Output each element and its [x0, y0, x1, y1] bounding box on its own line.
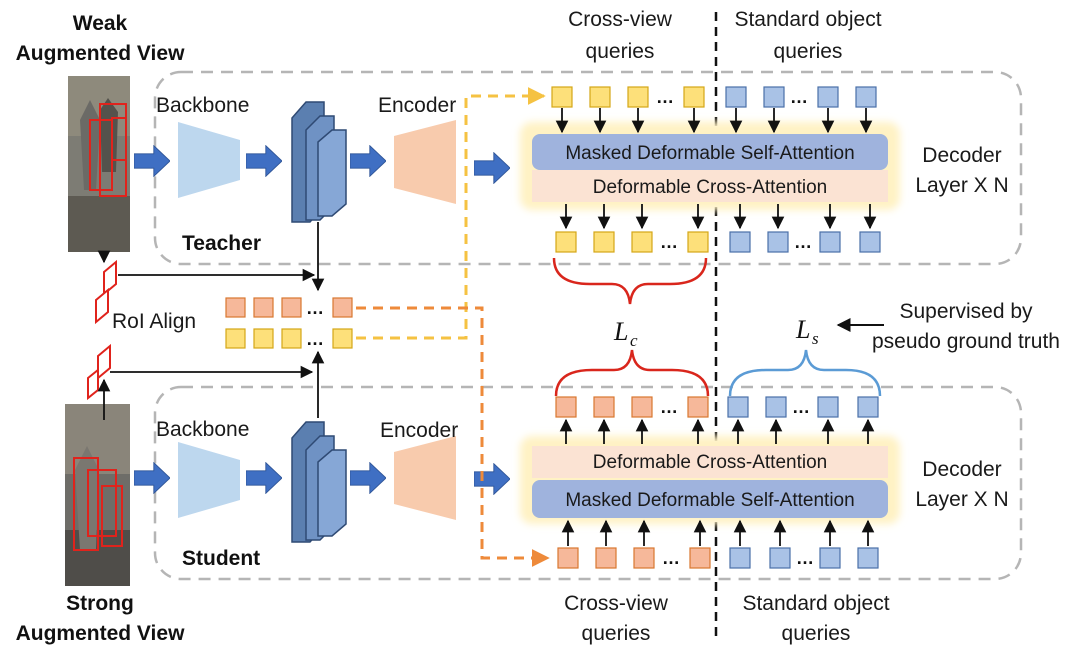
strong-augmented-image — [65, 404, 130, 586]
roi-yellow-ellipsis: … — [306, 329, 324, 349]
teacher-backbone-label: Backbone — [156, 94, 249, 117]
student-backbone-arrow — [246, 462, 282, 494]
student-input-arrows — [561, 519, 875, 546]
yellow-dashed-route — [356, 87, 546, 340]
student-input-arrow — [134, 462, 170, 494]
teacher-encoder-arrow — [474, 152, 510, 184]
supervised-label-line2: pseudo ground truth — [872, 330, 1060, 353]
supervised-label-line1: Supervised by — [899, 300, 1033, 323]
student-encoder-arrow — [474, 463, 510, 495]
teacher-standard-label-line1: Standard object — [734, 8, 881, 31]
teacher-input-queries — [551, 86, 877, 108]
loss-s-brace — [728, 349, 882, 397]
strong-view-label-line2: Augmented View — [16, 622, 185, 645]
teacher-self-attention-label: Masked Deformable Self-Attention — [565, 143, 854, 164]
teacher-cross-view-label-line2: queries — [586, 40, 655, 63]
roi-output-yellow-queries — [225, 328, 353, 349]
student-cross-view-label-line1: Cross-view — [564, 592, 669, 615]
student-standard-label-line2: queries — [782, 622, 851, 645]
teacher-out-blue-ellipsis: … — [794, 232, 812, 252]
roi-crop-icon-top — [95, 259, 117, 325]
roi-align-label: RoI Align — [112, 310, 196, 333]
teacher-in-blue-ellipsis: … — [790, 87, 808, 107]
student-out-orange-ellipsis: … — [660, 397, 678, 417]
loss-s-symbol: L — [795, 315, 810, 344]
student-in-orange-ellipsis: … — [662, 548, 680, 568]
teacher-cross-view-label-line1: Cross-view — [568, 8, 673, 31]
teacher-decoder-label-line2: Layer X N — [915, 174, 1008, 197]
student-backbone-trapezoid — [178, 442, 240, 518]
teacher-output-arrows — [559, 204, 877, 230]
teacher-input-arrow — [134, 145, 170, 177]
teacher-cross-attention-label: Deformable Cross-Attention — [593, 177, 827, 198]
student-self-attention-bar — [532, 480, 888, 518]
teacher-frame — [153, 70, 1023, 266]
student-cross-view-label-line2: queries — [582, 622, 651, 645]
roi-orange-ellipsis: … — [306, 298, 324, 318]
loss-c-bottom-brace — [554, 349, 710, 397]
student-output-arrows — [559, 418, 875, 444]
orange-dashed-route — [356, 306, 550, 567]
teacher-in-yellow-ellipsis: … — [656, 87, 674, 107]
loss-c-subscript: c — [630, 331, 638, 350]
loss-c-top-brace — [552, 257, 708, 305]
student-decoder-label-line1: Decoder — [922, 458, 1001, 481]
student-backbone-label: Backbone — [156, 418, 249, 441]
roi-crop-icon-bottom — [87, 343, 111, 401]
teacher-feature-maps — [291, 101, 347, 223]
student-out-blue-ellipsis: … — [792, 397, 810, 417]
teacher-cross-attention-bar — [532, 170, 888, 202]
teacher-output-queries — [555, 231, 881, 253]
student-cross-attention-bar — [532, 446, 888, 478]
student-encoder-trapezoid — [394, 436, 456, 520]
weak-view-label-line2: Augmented View — [16, 42, 185, 65]
student-encoder-label: Encoder — [380, 419, 458, 442]
student-standard-label-line1: Standard object — [742, 592, 889, 615]
student-input-queries — [557, 547, 879, 569]
teacher-standard-label-line2: queries — [774, 40, 843, 63]
student-feature-arrow — [350, 462, 386, 494]
loss-c-symbol: L — [613, 317, 628, 346]
student-feature-maps — [291, 421, 347, 543]
loss-s-subscript: s — [812, 329, 819, 348]
teacher-encoder-label: Encoder — [378, 94, 456, 117]
roi-output-orange-queries — [225, 297, 353, 318]
student-decoder-label-line2: Layer X N — [915, 488, 1008, 511]
student-cross-attention-label: Deformable Cross-Attention — [593, 452, 827, 473]
student-in-blue-ellipsis: … — [796, 548, 814, 568]
teacher-label: Teacher — [182, 232, 261, 255]
strong-view-label-line1: Strong — [66, 592, 134, 615]
teacher-out-yellow-ellipsis: … — [660, 232, 678, 252]
student-self-attention-label: Masked Deformable Self-Attention — [565, 490, 854, 511]
weak-view-label-line1: Weak — [73, 12, 128, 35]
teacher-backbone-trapezoid — [178, 122, 240, 198]
student-frame — [153, 385, 1023, 581]
weak-augmented-image — [68, 76, 130, 252]
student-output-queries — [555, 396, 879, 418]
teacher-encoder-trapezoid — [394, 120, 456, 204]
student-label: Student — [182, 547, 260, 570]
teacher-decoder-label-line1: Decoder — [922, 144, 1001, 167]
teacher-backbone-arrow — [246, 145, 282, 177]
teacher-feature-arrow — [350, 145, 386, 177]
teacher-self-attention-bar — [532, 134, 888, 170]
teacher-input-arrows — [555, 108, 873, 134]
